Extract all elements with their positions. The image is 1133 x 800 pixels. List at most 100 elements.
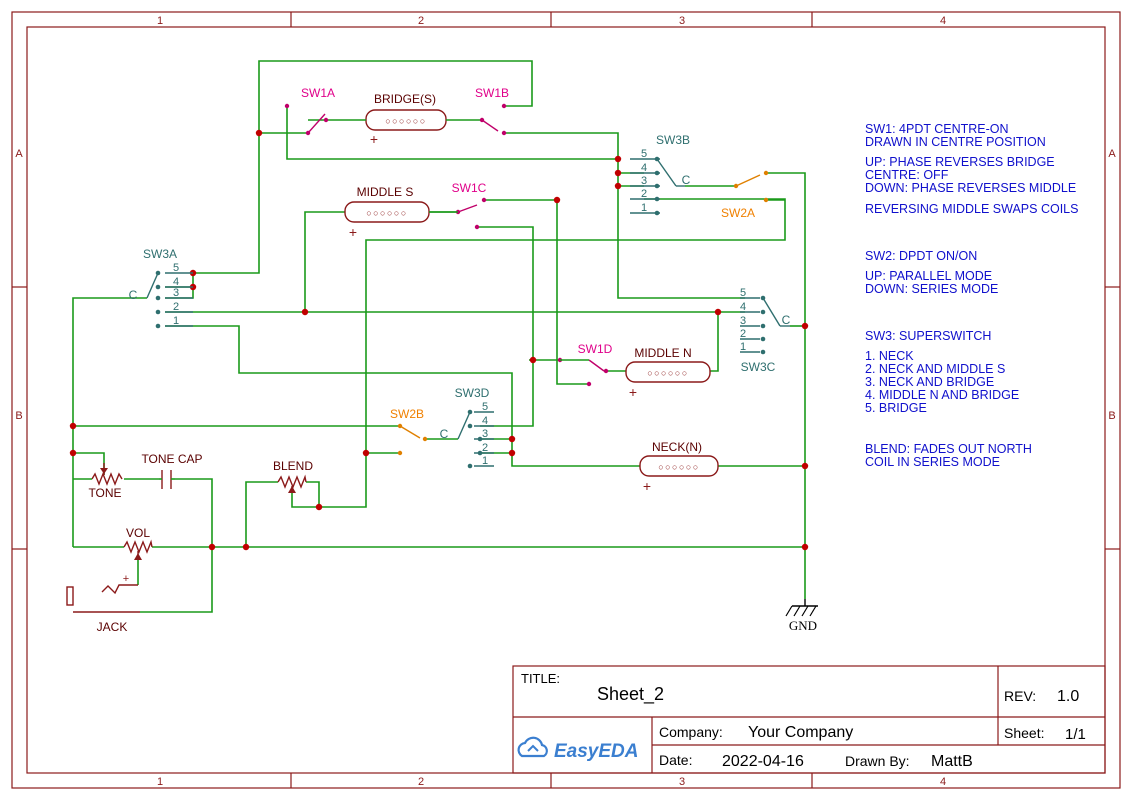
pickup-neck-label: NECK(N) — [652, 440, 702, 454]
frame-row-labels: A B A B — [15, 148, 1116, 422]
sw3d-pin-4: 4 — [482, 415, 488, 427]
sw3a-pin-5: 5 — [173, 262, 179, 274]
sw2b-label: SW2B — [390, 407, 424, 421]
output-jack: + JACK — [66, 573, 140, 634]
sw3b-pin-1: 1 — [641, 202, 647, 214]
sw3c-pin-5: 5 — [740, 287, 746, 299]
note-line: CENTRE: OFF — [865, 168, 949, 182]
vol-pot-label: VOL — [126, 526, 150, 540]
note-line: 1. NECK — [865, 349, 914, 363]
switch-sw3c: SW3C 5 4 3 2 1 C — [740, 287, 791, 374]
sheet-label: Sheet: — [1004, 725, 1044, 741]
sw3a-common: C — [129, 288, 138, 302]
row-label-b: B — [15, 410, 22, 422]
col-label-4-bottom: 4 — [940, 776, 946, 788]
col-label-3-bottom: 3 — [679, 776, 685, 788]
tone-cap-label: TONE CAP — [141, 452, 202, 466]
blend-pot: BLEND — [273, 459, 313, 493]
sw3b-label: SW3B — [656, 133, 690, 147]
pickup-middle-s-plus: + — [349, 224, 357, 240]
gnd-label: GND — [789, 618, 817, 633]
easyeda-logo: EasyEDA — [517, 736, 639, 762]
sw3a-pin-4: 4 — [173, 276, 179, 288]
company-value: Your Company — [748, 724, 853, 741]
pickup-middle-n-plus: + — [629, 384, 637, 400]
sw3b-common: C — [682, 173, 691, 187]
tone-cap: TONE CAP — [141, 452, 203, 489]
sw3c-pin-4: 4 — [740, 301, 746, 313]
switch-sw1b: SW1B — [475, 86, 509, 136]
note-line: DOWN: SERIES MODE — [865, 282, 998, 296]
svg-text:○○○○○○: ○○○○○○ — [366, 208, 408, 218]
jack-label: JACK — [97, 620, 128, 634]
sw1d-label: SW1D — [578, 342, 613, 356]
company-label: Company: — [659, 724, 723, 740]
sw3d-pin-3: 3 — [482, 428, 488, 440]
sw3c-pin-1: 1 — [740, 341, 746, 353]
switch-sw2b: SW2B — [390, 407, 428, 456]
switch-sw1d: SW1D — [557, 342, 613, 387]
col-label-1-bottom: 1 — [157, 776, 163, 788]
sw2a-label: SW2A — [721, 206, 755, 220]
drawn-by-value: MattB — [931, 753, 973, 770]
pickup-middle-s: ○○○○○○ MIDDLE S + — [344, 185, 430, 240]
pickup-bridge-plus: + — [370, 131, 378, 147]
pickup-middle-s-label: MIDDLE S — [357, 185, 414, 199]
drawn-by-label: Drawn By: — [845, 753, 910, 769]
row-label-b-right: B — [1108, 410, 1115, 422]
frame-column-labels: 1 2 3 4 1 2 3 4 — [157, 15, 946, 788]
svg-text:○○○○○○: ○○○○○○ — [385, 116, 427, 126]
note-line: DRAWN IN CENTRE POSITION — [865, 135, 1046, 149]
col-label-3: 3 — [679, 15, 685, 27]
sw3b-pin-4: 4 — [641, 162, 647, 174]
note-line: UP: PHASE REVERSES BRIDGE — [865, 155, 1055, 169]
sw1c-label: SW1C — [452, 181, 487, 195]
col-label-4: 4 — [940, 15, 946, 27]
row-label-a: A — [15, 148, 23, 160]
note-line: SW3: SUPERSWITCH — [865, 329, 991, 343]
logo-text: EasyEDA — [554, 741, 639, 762]
sw3b-pin-3: 3 — [641, 175, 647, 187]
note-line: DOWN: PHASE REVERSES MIDDLE — [865, 181, 1076, 195]
sw3a-pin-1: 1 — [173, 315, 179, 327]
svg-text:○○○○○○: ○○○○○○ — [658, 462, 700, 472]
note-line: BLEND: FADES OUT NORTH — [865, 442, 1032, 456]
rev-value: 1.0 — [1057, 688, 1079, 705]
sw3c-common: C — [782, 313, 791, 327]
notes: SW1: 4PDT CENTRE-ON DRAWN IN CENTRE POSI… — [865, 122, 1078, 469]
wires — [72, 60, 806, 613]
pickup-bridge: ○○○○○○ BRIDGE(S) + — [308, 92, 482, 147]
col-label-2: 2 — [418, 15, 424, 27]
svg-text:○○○○○○: ○○○○○○ — [647, 368, 689, 378]
sw1b-label: SW1B — [475, 86, 509, 100]
sw3d-common: C — [440, 427, 449, 441]
sw3a-pin-3: 3 — [173, 287, 179, 299]
pickup-middle-n: ○○○○○○ MIDDLE N + — [625, 346, 711, 400]
volume-pot: VOL — [123, 526, 153, 560]
note-line: 5. BRIDGE — [865, 401, 927, 415]
note-line: UP: PARALLEL MODE — [865, 269, 992, 283]
sw3d-label: SW3D — [455, 386, 490, 400]
col-label-1: 1 — [157, 15, 163, 27]
blend-pot-label: BLEND — [273, 459, 313, 473]
sw3a-pin-2: 2 — [173, 301, 179, 313]
switch-sw1c: SW1C — [429, 181, 487, 230]
sw3a-label: SW3A — [143, 247, 177, 261]
tone-pot: TONE — [73, 463, 123, 500]
date-value: 2022-04-16 — [722, 753, 804, 770]
sw3c-label: SW3C — [741, 360, 776, 374]
note-line: 4. MIDDLE N AND BRIDGE — [865, 388, 1019, 402]
pickup-middle-n-label: MIDDLE N — [634, 346, 691, 360]
switch-sw1a: SW1A — [284, 86, 335, 136]
pickup-bridge-label: BRIDGE(S) — [374, 92, 436, 106]
jack-plus: + — [123, 573, 129, 585]
note-line: 2. NECK AND MIDDLE S — [865, 362, 1005, 376]
cloud-icon — [517, 736, 548, 758]
sw3d-pin-5: 5 — [482, 401, 488, 413]
sw3c-pin-2: 2 — [740, 328, 746, 340]
sw3b-pin-5: 5 — [641, 148, 647, 160]
switch-sw3b: SW3B 5 4 3 2 1 C — [630, 133, 691, 216]
rev-label: REV: — [1004, 688, 1036, 704]
sw3c-pin-3: 3 — [740, 315, 746, 327]
ground-symbol: GND — [785, 599, 818, 633]
